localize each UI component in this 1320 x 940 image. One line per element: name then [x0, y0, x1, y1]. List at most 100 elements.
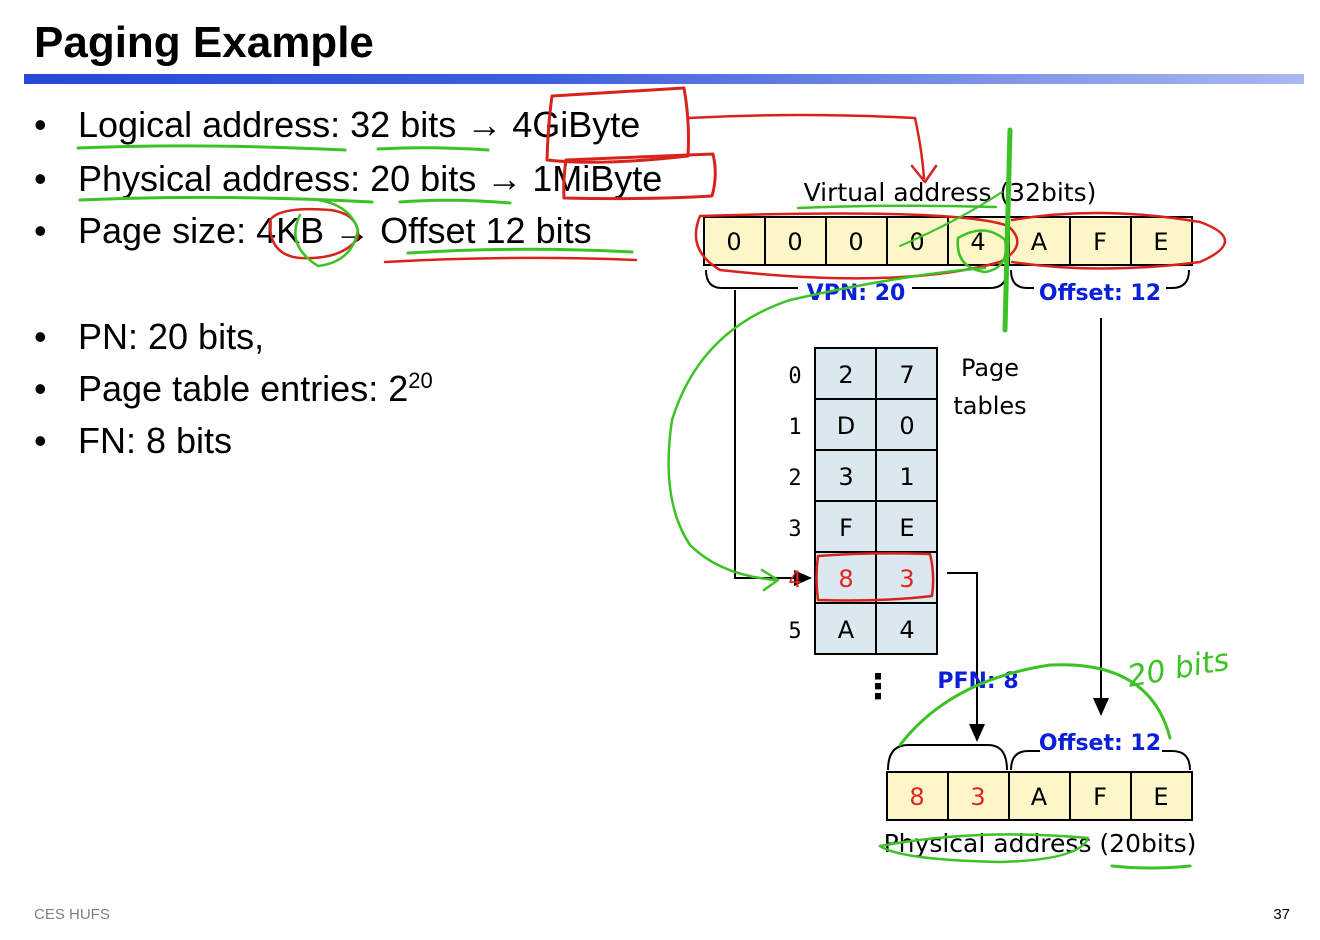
page-table-cell: [875, 347, 938, 400]
bullet-text: PN: 20 bits,: [78, 316, 265, 357]
bullet-item: • Page size: 4KB → Offset 12 bits: [34, 210, 592, 252]
red-box-1mibyte: [562, 152, 717, 201]
green-circle-4kb: [294, 198, 360, 268]
page-table-cell: [875, 602, 938, 655]
page-table-value: D: [837, 412, 855, 440]
physical-cell-value-highlight: 8: [909, 783, 924, 811]
green-arc-physical: [898, 663, 1172, 747]
offset-brace-top: [1010, 269, 1190, 289]
pfn-label: PFN: 8: [937, 669, 1018, 694]
physical-cell: [886, 771, 949, 821]
page-table-value-highlight: 8: [838, 565, 853, 593]
red-arrow-curve: [686, 113, 926, 180]
green-divider: [1002, 127, 1013, 333]
page-table-value: 4: [899, 616, 914, 644]
green-underline: [76, 144, 347, 152]
physical-address-cells: 8 3 A F E: [886, 771, 1193, 821]
green-loop-physical: [878, 833, 1090, 864]
page-table-index: 0: [788, 364, 801, 389]
bullet-marker: •: [34, 420, 47, 461]
bullet-marker: •: [34, 158, 47, 199]
bullet-text: Page table entries: 2: [78, 368, 409, 409]
virtual-address-label: Virtual address (32bits): [804, 178, 1097, 207]
bullet-text: Page size: 4KB → Offset 12 bits: [78, 210, 592, 251]
page-table-value: 7: [899, 361, 914, 389]
virtual-cell-value: 4: [970, 228, 985, 256]
green-underline: [406, 247, 634, 255]
footer-label: CES HUFS: [34, 906, 110, 923]
page-table-value: 1: [899, 463, 914, 491]
physical-cell-value: F: [1093, 783, 1107, 811]
virtual-cell-value: 0: [787, 228, 802, 256]
page-table-value: 0: [899, 412, 914, 440]
green-stroke: [899, 191, 1003, 247]
virtual-cell: [1130, 216, 1193, 266]
bullet-item: • FN: 8 bits: [34, 420, 232, 462]
physical-cell-value: E: [1153, 783, 1168, 811]
pfn-arrow: [947, 572, 985, 742]
page-table-index: 2: [788, 466, 801, 491]
virtual-cell-value: 0: [726, 228, 741, 256]
green-circle-4: [956, 229, 1008, 274]
page-table-cell: [814, 602, 877, 655]
virtual-cell-value: A: [1031, 228, 1048, 256]
handwritten-annotations: [76, 86, 1227, 870]
virtual-cell: [886, 216, 949, 266]
bullet-marker: •: [34, 210, 47, 251]
page-table-cell: [814, 500, 877, 553]
page-table-index: 1: [788, 415, 801, 440]
page-table-index: 5: [788, 619, 801, 644]
page-number: 37: [1273, 906, 1290, 923]
page-table-value: A: [838, 616, 855, 644]
virtual-cell: [825, 216, 888, 266]
page-table-value: E: [899, 514, 914, 542]
green-underline: [398, 198, 512, 205]
virtual-cell-value: 0: [848, 228, 863, 256]
page-table-value-highlight: 3: [899, 565, 914, 593]
pfn-brace: [887, 744, 1008, 771]
green-lookup-arrow: [667, 266, 987, 582]
ellipsis-marker: ⋮: [861, 667, 895, 707]
red-underline: [383, 256, 638, 264]
red-ellipse-offset: [1010, 211, 1227, 270]
physical-cell-value-highlight: 3: [970, 783, 985, 811]
red-circle-4kb: [268, 207, 360, 260]
virtual-cell-value: F: [1093, 228, 1107, 256]
green-underline: [796, 204, 998, 210]
bullet-item: • PN: 20 bits,: [34, 316, 264, 358]
physical-cell: [1130, 771, 1193, 821]
page-tables-label: Page: [961, 354, 1019, 382]
bullet-marker: •: [34, 368, 47, 409]
physical-cell: [1069, 771, 1132, 821]
red-box-row4: [815, 552, 935, 602]
page-table-value: 2: [838, 361, 853, 389]
bullet-marker: •: [34, 104, 47, 145]
offset-label-top: Offset: 12: [1039, 281, 1161, 306]
bullet-item: • Page table entries: 220: [34, 368, 433, 410]
page-table-cell: [875, 551, 938, 604]
title-underline: [24, 74, 1304, 84]
page-tables-label: tables: [953, 392, 1026, 420]
green-arrowhead: [760, 568, 780, 592]
page-table-value: F: [839, 514, 853, 542]
physical-address-label: Physical address (20bits): [884, 829, 1197, 858]
green-underline: [376, 146, 490, 152]
page-table: 0 1 2 3 4 5 2 7 D 0 3 1 F E 8 3 A 4: [788, 347, 938, 655]
page-table-index: 3: [788, 517, 801, 542]
vpn-lookup-arrow: [734, 290, 812, 586]
red-arrowhead: [910, 164, 938, 184]
virtual-cell-value: 0: [909, 228, 924, 256]
page-table-cell: [875, 449, 938, 502]
handwritten-note: 20 bits: [1125, 643, 1232, 695]
green-underline: [1110, 864, 1192, 870]
bullet-text: FN: 8 bits: [78, 420, 233, 461]
green-underline: [78, 195, 374, 204]
page-table-index-highlight: 4: [788, 568, 801, 593]
virtual-cell-value: E: [1153, 228, 1168, 256]
bullet-superscript: 20: [408, 368, 433, 393]
bullet-marker: •: [34, 316, 47, 357]
page-table-cell: [814, 398, 877, 451]
physical-cell-value: A: [1031, 783, 1048, 811]
slide-title: Paging Example: [34, 18, 374, 67]
